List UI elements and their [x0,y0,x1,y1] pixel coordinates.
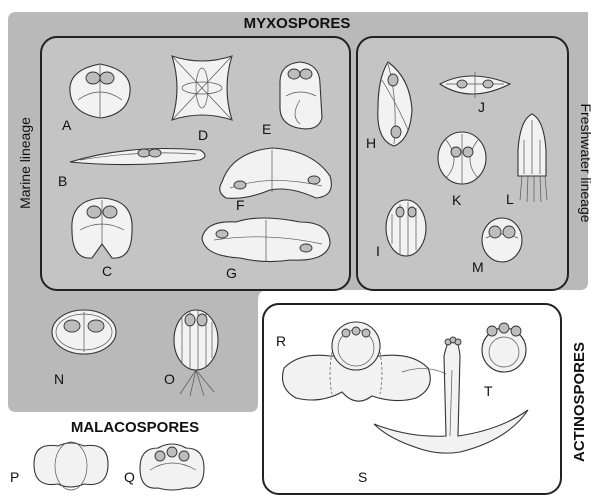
label-m: M [472,259,484,275]
label-l: L [506,191,514,207]
spore-g-drawing [202,218,330,262]
label-j: J [478,99,485,115]
freshwater-lineage-label: Freshwater lineage [578,103,594,222]
label-q: Q [124,469,135,485]
label-k: K [452,192,462,208]
spore-e-drawing [280,62,322,129]
spore-m-drawing [482,218,522,262]
label-n: N [54,371,64,387]
label-f: F [236,197,245,213]
spore-p-drawing [34,442,108,490]
label-s: S [358,469,367,485]
spore-q-drawing [140,444,204,490]
marine-lineage-label: Marine lineage [17,117,33,209]
label-i: I [376,243,380,259]
label-o: O [164,371,175,387]
spore-i-drawing [386,200,426,256]
label-h: H [366,135,376,151]
malacospores-title: MALACOSPORES [71,419,199,436]
spore-k-drawing [438,132,486,184]
spore-n-drawing [52,310,116,354]
label-b: B [58,173,67,189]
myxospores-title: MYXOSPORES [244,15,351,32]
actinospores-title: ACTINOSPORES [571,342,588,462]
label-p: P [10,469,19,485]
label-r: R [276,333,286,349]
label-a: A [62,117,72,133]
label-e: E [262,121,271,137]
label-c: C [102,263,112,279]
label-d: D [198,127,208,143]
spore-a-drawing [70,64,130,118]
label-t: T [484,383,493,399]
label-g: G [226,265,237,281]
spore-t-drawing [482,323,526,372]
spore-d-drawing [172,56,232,120]
